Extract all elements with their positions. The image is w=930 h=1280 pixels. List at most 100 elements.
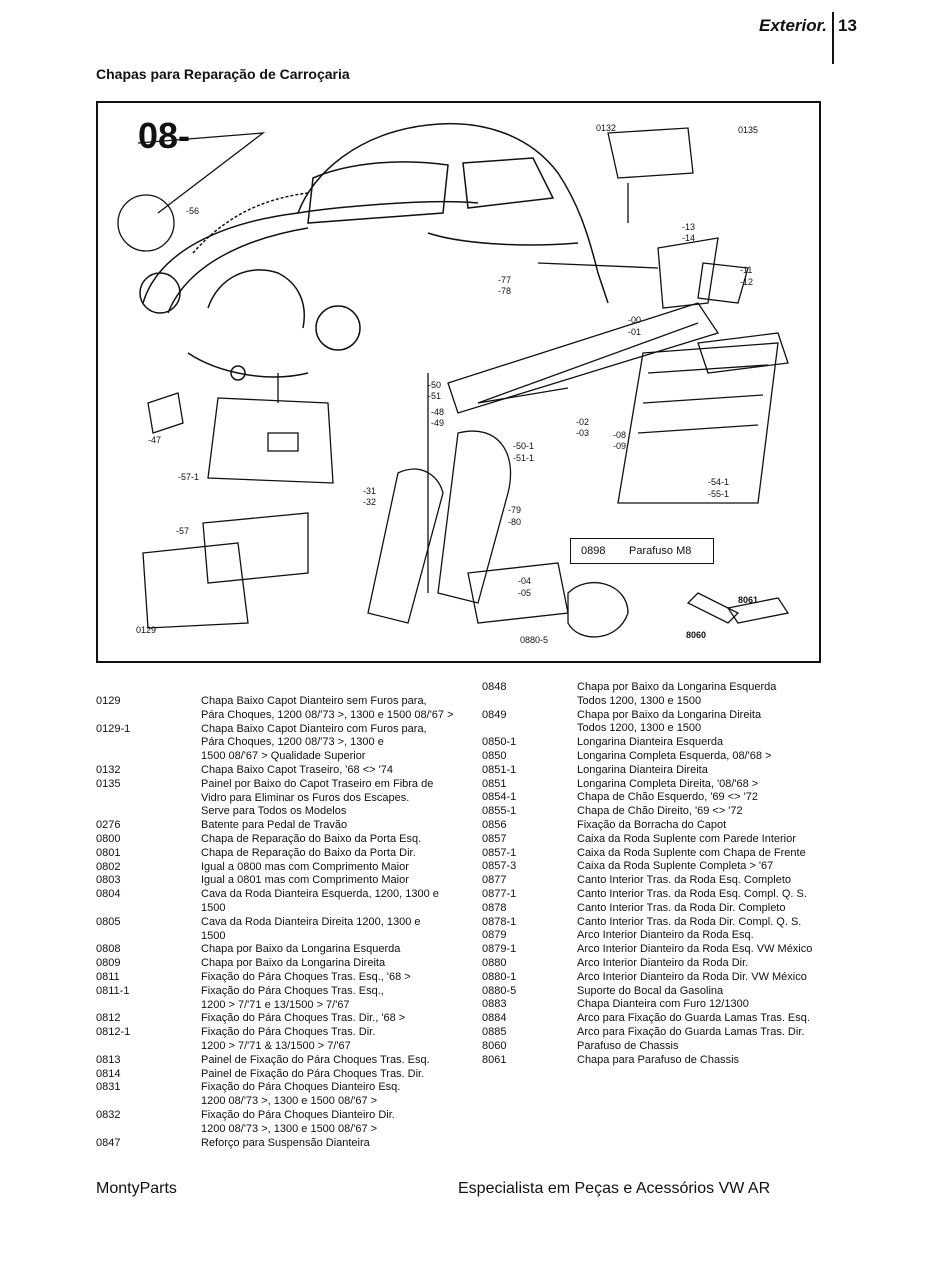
legend-box: 0898 Parafuso M8 [570, 538, 714, 564]
part-description-line: Parafuso de Chassis [577, 1039, 679, 1052]
part-description: Chapa de Reparação do Baixo da Porta Dir… [201, 847, 476, 861]
section-title: Exterior. [759, 16, 828, 35]
part-description-line: Painel de Fixação do Pára Choques Tras. … [201, 1067, 425, 1080]
callout-01: -01 [628, 327, 641, 337]
part-code: 0811 [96, 970, 120, 983]
part-code: 0884 [482, 1012, 507, 1025]
part-code: 0831 [96, 1081, 121, 1094]
callout-12: -12 [740, 277, 753, 287]
part-code: 0877 [482, 874, 507, 887]
part-code: 0878-1 [482, 915, 517, 928]
callout-48: -48 [431, 407, 444, 417]
callout-55-1: -55-1 [708, 489, 729, 499]
part-description-line: 1500 08/'67 > Qualidade Superior [201, 750, 366, 763]
part-row: 0879 Arco Interior Dianteiro da Roda Esq. [482, 929, 842, 943]
part-description-line: Painel de Fixação do Pára Choques Tras. … [201, 1053, 430, 1066]
part-code: 0135 [96, 777, 121, 790]
callout-02: -02 [576, 417, 589, 427]
callout-50: -50 [428, 380, 441, 390]
footer-brand: MontyParts [96, 1180, 177, 1197]
footer-tagline: Especialista em Peças e Acessórios VW AR [458, 1180, 771, 1197]
part-description-line: Longarina Dianteira Esquerda [577, 736, 724, 749]
legend-code: 0898 [581, 545, 606, 557]
part-description: Suporte do Bocal da Gasolina [577, 985, 842, 999]
callout-54-1: -54-1 [708, 477, 729, 487]
callout-51: -51 [428, 391, 441, 401]
part-description-line: Chapa Baixo Capot Dianteiro sem Furos pa… [201, 695, 427, 707]
part-description: Fixação da Borracha do Capot [577, 819, 842, 833]
page-subtitle: Chapas para Reparação de Carroçaria [96, 66, 350, 82]
part-description: Fixação do Pára Choques Dianteiro Esq.12… [201, 1081, 476, 1109]
part-description-line: Longarina Completa Esquerda, 08/'68 > [577, 749, 772, 762]
part-description-line: Chapa Baixo Capot Traseiro, '68 <> '74 [201, 763, 393, 776]
part-code: 0132 [96, 763, 121, 776]
part-description-line: Canto Interior Tras. da Roda Esq. Compl.… [577, 887, 807, 900]
part-description-line: Caixa da Roda Suplente com Chapa de Fren… [577, 846, 806, 859]
part-description: Chapa por Baixo da Longarina Esquerda [201, 943, 476, 957]
part-description-line: 1500 [201, 901, 226, 914]
part-description-line: Arco Interior Dianteiro da Roda Dir. [577, 956, 749, 969]
callout-49: -49 [431, 418, 444, 428]
part-description: Canto Interior Tras. da Roda Dir. Comple… [577, 902, 842, 916]
part-description-line: Igual a 0801 mas com Comprimento Maior [201, 874, 409, 887]
callout-04: -04 [518, 576, 531, 586]
part-description-line: Longarina Completa Direita, '08/'68 > [577, 777, 759, 790]
part-description: Chapa de Chão Direito, '69 <> '72 [577, 805, 842, 819]
part-description-line: Arco Interior Dianteiro da Roda Dir. VW … [577, 970, 807, 983]
part-description-line: 1200 > 7/'71 e 13/1500 > 7/'67 [201, 998, 350, 1011]
part-code: 0801 [96, 846, 121, 859]
part-description-line: Cava da Roda Dianteira Direita 1200, 130… [201, 915, 421, 928]
callout-50-1: -50-1 [513, 441, 534, 451]
callout-78: -78 [498, 286, 511, 296]
figure-number: 08- [138, 115, 190, 156]
part-description: Longarina Dianteira Esquerda [577, 736, 842, 750]
part-description: Painel por Baixo do Capot Traseiro em Fi… [201, 778, 476, 819]
part-row: 0132 Chapa Baixo Capot Traseiro, '68 <> '… [96, 764, 476, 778]
part-code: 0855-1 [482, 805, 517, 818]
part-description: Arco para Fixação do Guarda Lamas Tras. … [577, 1012, 842, 1026]
callout-03: -03 [576, 428, 589, 438]
part-description: Chapa de Chão Esquerdo, '69 <> '72 [577, 791, 842, 805]
callout-labels: 0132 0135 -56 -13 -14 -11 -12 -77 -78 -0… [136, 123, 758, 645]
part-description-line: Chapa de Chão Direito, '69 <> '72 [577, 805, 743, 818]
part-description-line: Chapa Dianteira com Furo 12/1300 [577, 998, 749, 1011]
part-description: Cava da Roda Dianteira Esquerda, 1200, 1… [201, 888, 476, 916]
part-description: Caixa da Roda Suplente Completa > '67 [577, 860, 842, 874]
part-description: Arco Interior Dianteiro da Roda Esq. [577, 929, 842, 943]
legend-label: Parafuso M8 [629, 545, 692, 557]
part-description-line: Chapa de Reparação do Baixo da Porta Esq… [201, 832, 422, 845]
car-body-outline [139, 122, 609, 381]
part-code: 0880-1 [482, 970, 517, 983]
part-description-line: Canto Interior Tras. da Roda Dir. Comple… [577, 901, 786, 914]
part-description-line: Todos 1200, 1300 e 1500 [577, 722, 702, 735]
part-description-line: Vidro para Eliminar os Furos dos Escapes… [201, 791, 410, 804]
part-description: Longarina Dianteira Direita [577, 764, 842, 778]
callout-11: -11 [740, 265, 752, 275]
part-description: Fixação do Pára Choques Tras. Esq., '68 … [201, 971, 476, 985]
part-row: 0884 Arco para Fixação do Guarda Lamas Tr… [482, 1012, 842, 1026]
callout-57-1: -57-1 [178, 472, 199, 482]
page-number: 13 [838, 16, 857, 35]
part-description: Parafuso de Chassis [577, 1040, 842, 1054]
part-code: 0879 [482, 929, 507, 942]
part-code: 0885 [482, 1025, 507, 1038]
part-description: Chapa Baixo Capot Dianteiro sem Furos pa… [201, 695, 476, 723]
part-description: Painel de Fixação do Pára Choques Tras. … [201, 1068, 476, 1082]
part-code: 0809 [96, 957, 121, 970]
part-description-line: Longarina Dianteira Direita [577, 763, 708, 776]
header-divider [832, 12, 834, 64]
callout-0129: 0129 [136, 625, 156, 635]
